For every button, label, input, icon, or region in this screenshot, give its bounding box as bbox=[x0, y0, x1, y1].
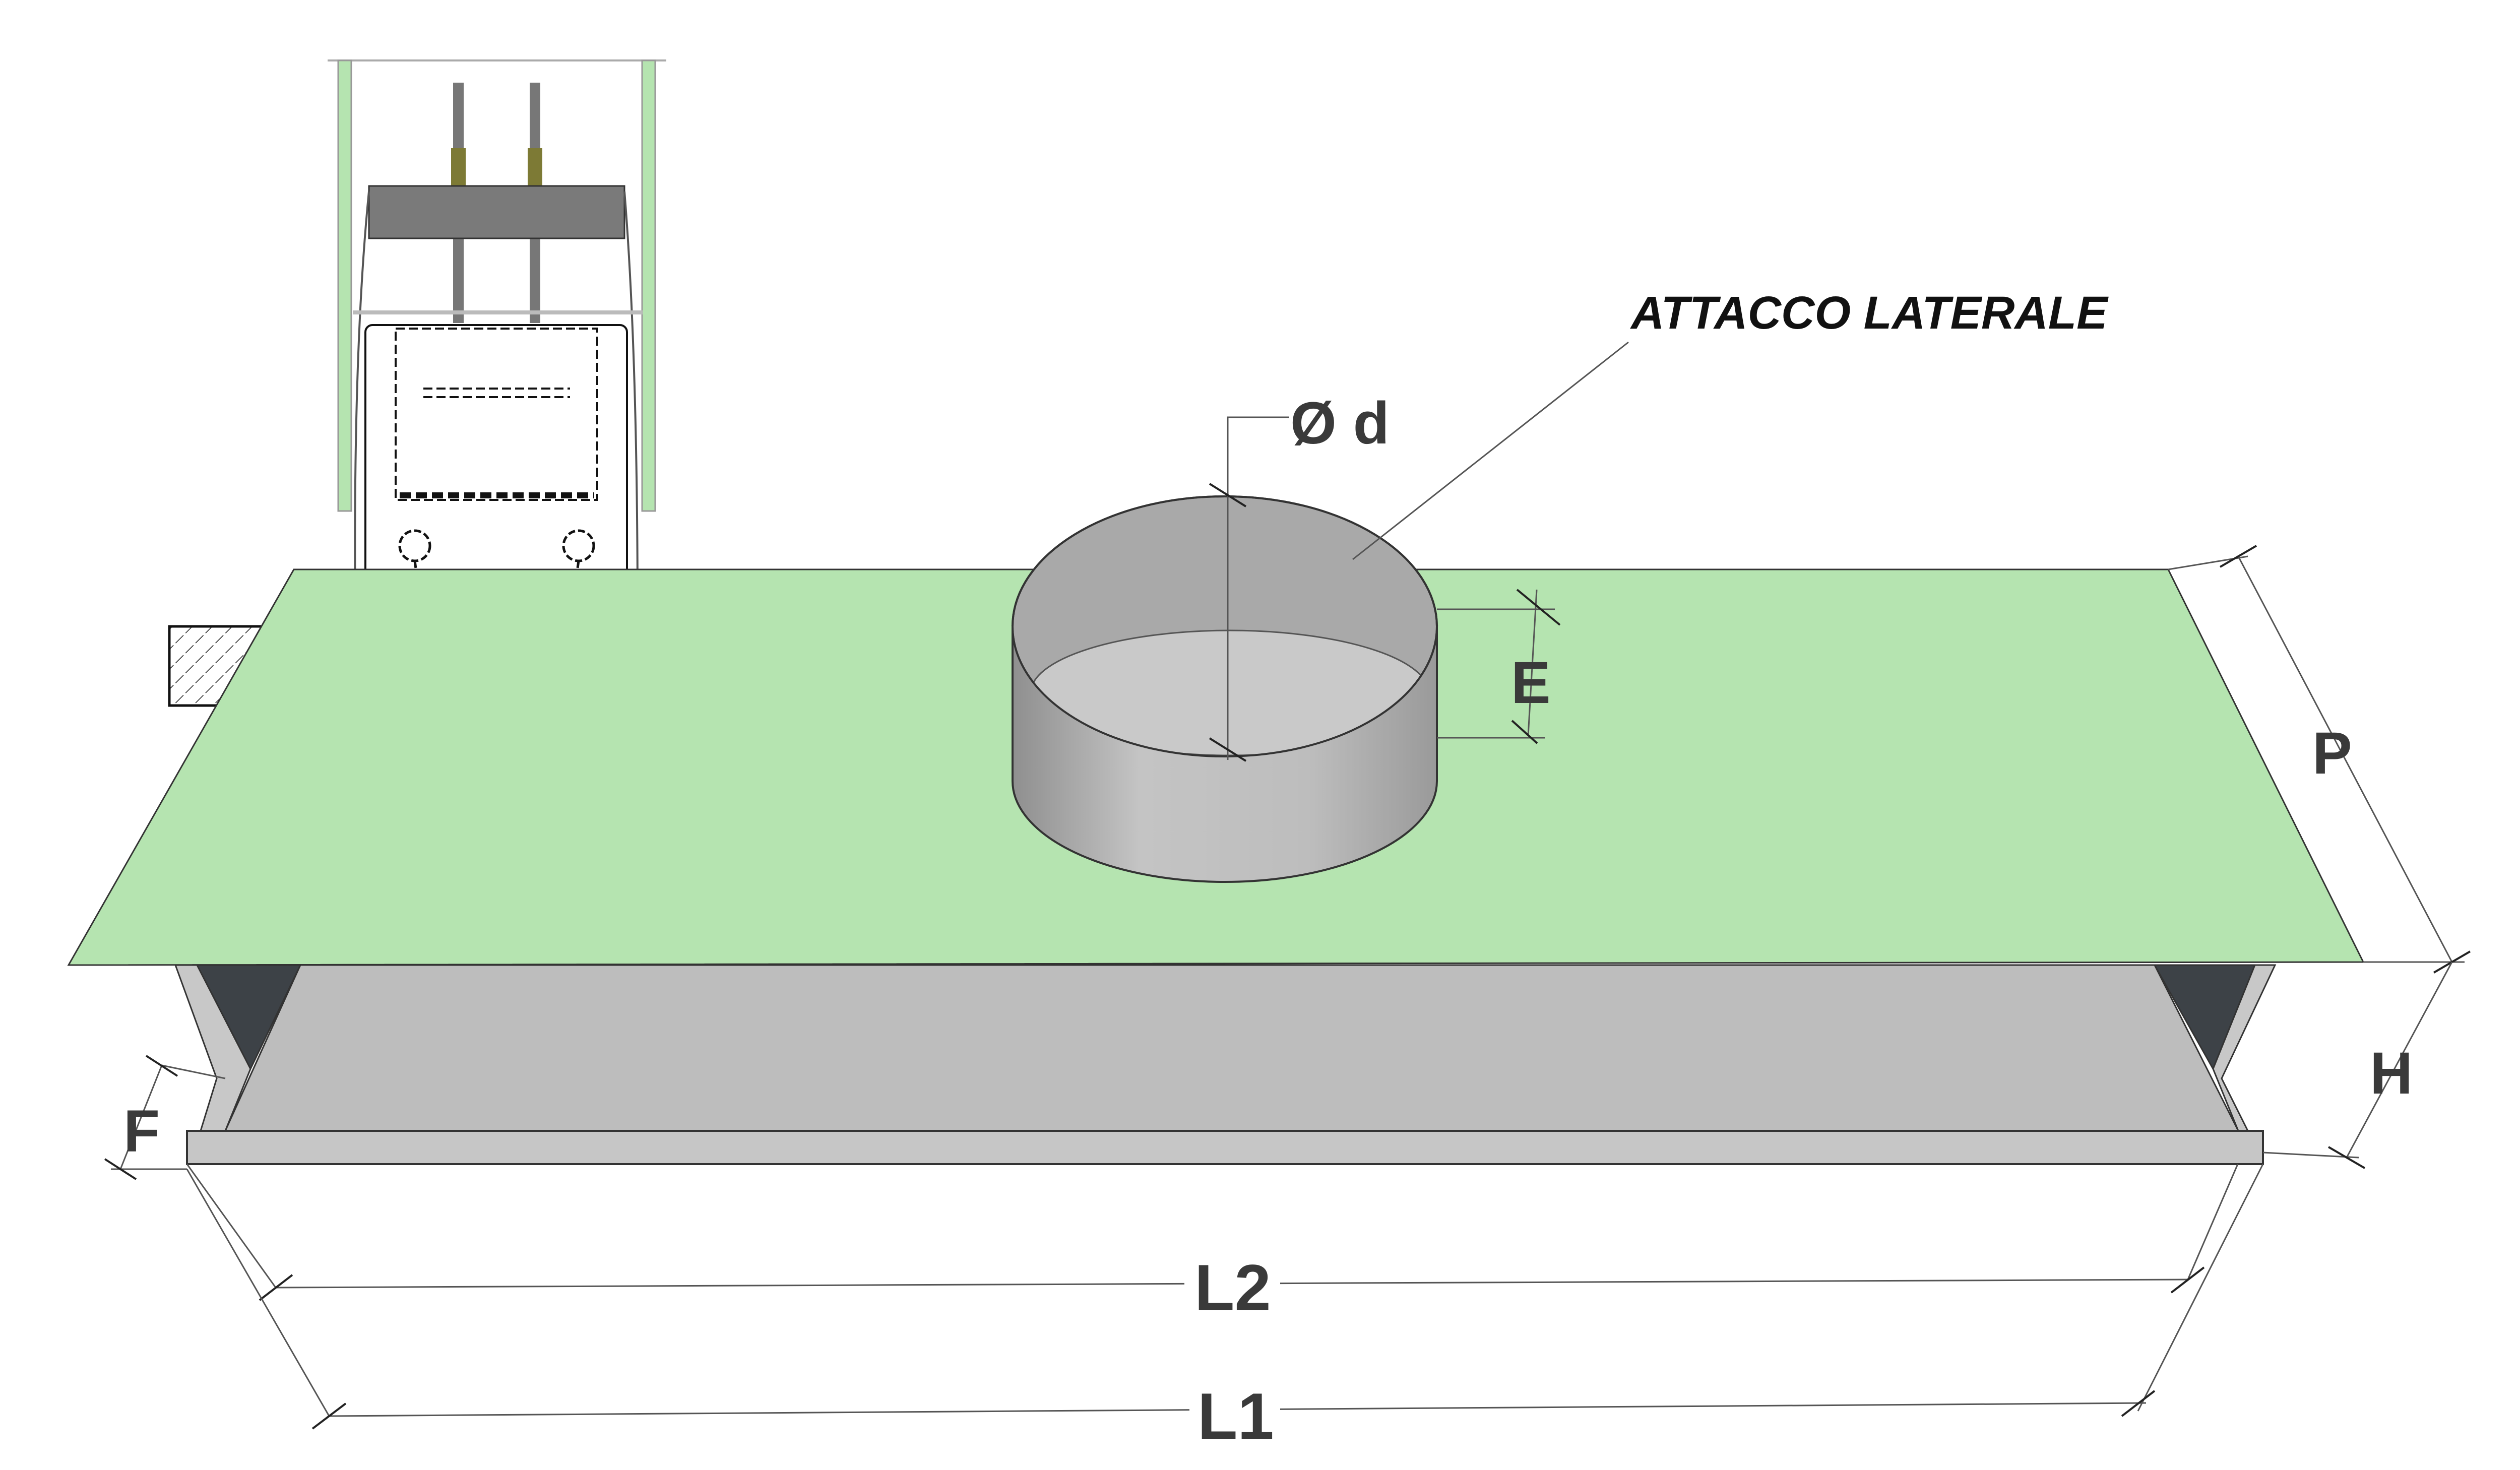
F-dimension: F bbox=[104, 1055, 226, 1180]
plenum-box bbox=[174, 964, 2277, 1165]
H-label: H bbox=[2370, 1040, 2413, 1107]
L2-label: L2 bbox=[1194, 1251, 1271, 1324]
L1-label: L1 bbox=[1198, 1379, 1274, 1453]
diameter-dimension: Ø d bbox=[1209, 390, 1390, 762]
H-dimension: H bbox=[2262, 962, 2453, 1169]
side-connection-collar bbox=[1011, 495, 1438, 883]
F-label: F bbox=[123, 1098, 160, 1165]
E-label: E bbox=[1511, 650, 1551, 716]
right-board bbox=[641, 59, 656, 512]
L2-dimension: L2 bbox=[186, 1164, 2239, 1324]
E-dimension: E bbox=[1437, 589, 1561, 744]
P-label: P bbox=[2312, 720, 2352, 787]
profile-dashed bbox=[395, 328, 598, 501]
L1-dimension: L1 bbox=[186, 1164, 2264, 1453]
support-bar bbox=[368, 185, 625, 239]
bottom-flange bbox=[186, 1130, 2264, 1165]
P-dimension: P bbox=[2168, 545, 2471, 974]
nut-icon bbox=[451, 148, 466, 185]
callout-label: ATTACCO LATERALE bbox=[1630, 287, 2109, 339]
diameter-label: Ø d bbox=[1290, 390, 1390, 457]
box-interior bbox=[224, 964, 2240, 1132]
callout: ATTACCO LATERALE bbox=[1352, 287, 2109, 560]
nut-icon bbox=[528, 148, 542, 185]
left-board bbox=[337, 59, 352, 512]
spring-clips bbox=[354, 191, 639, 615]
